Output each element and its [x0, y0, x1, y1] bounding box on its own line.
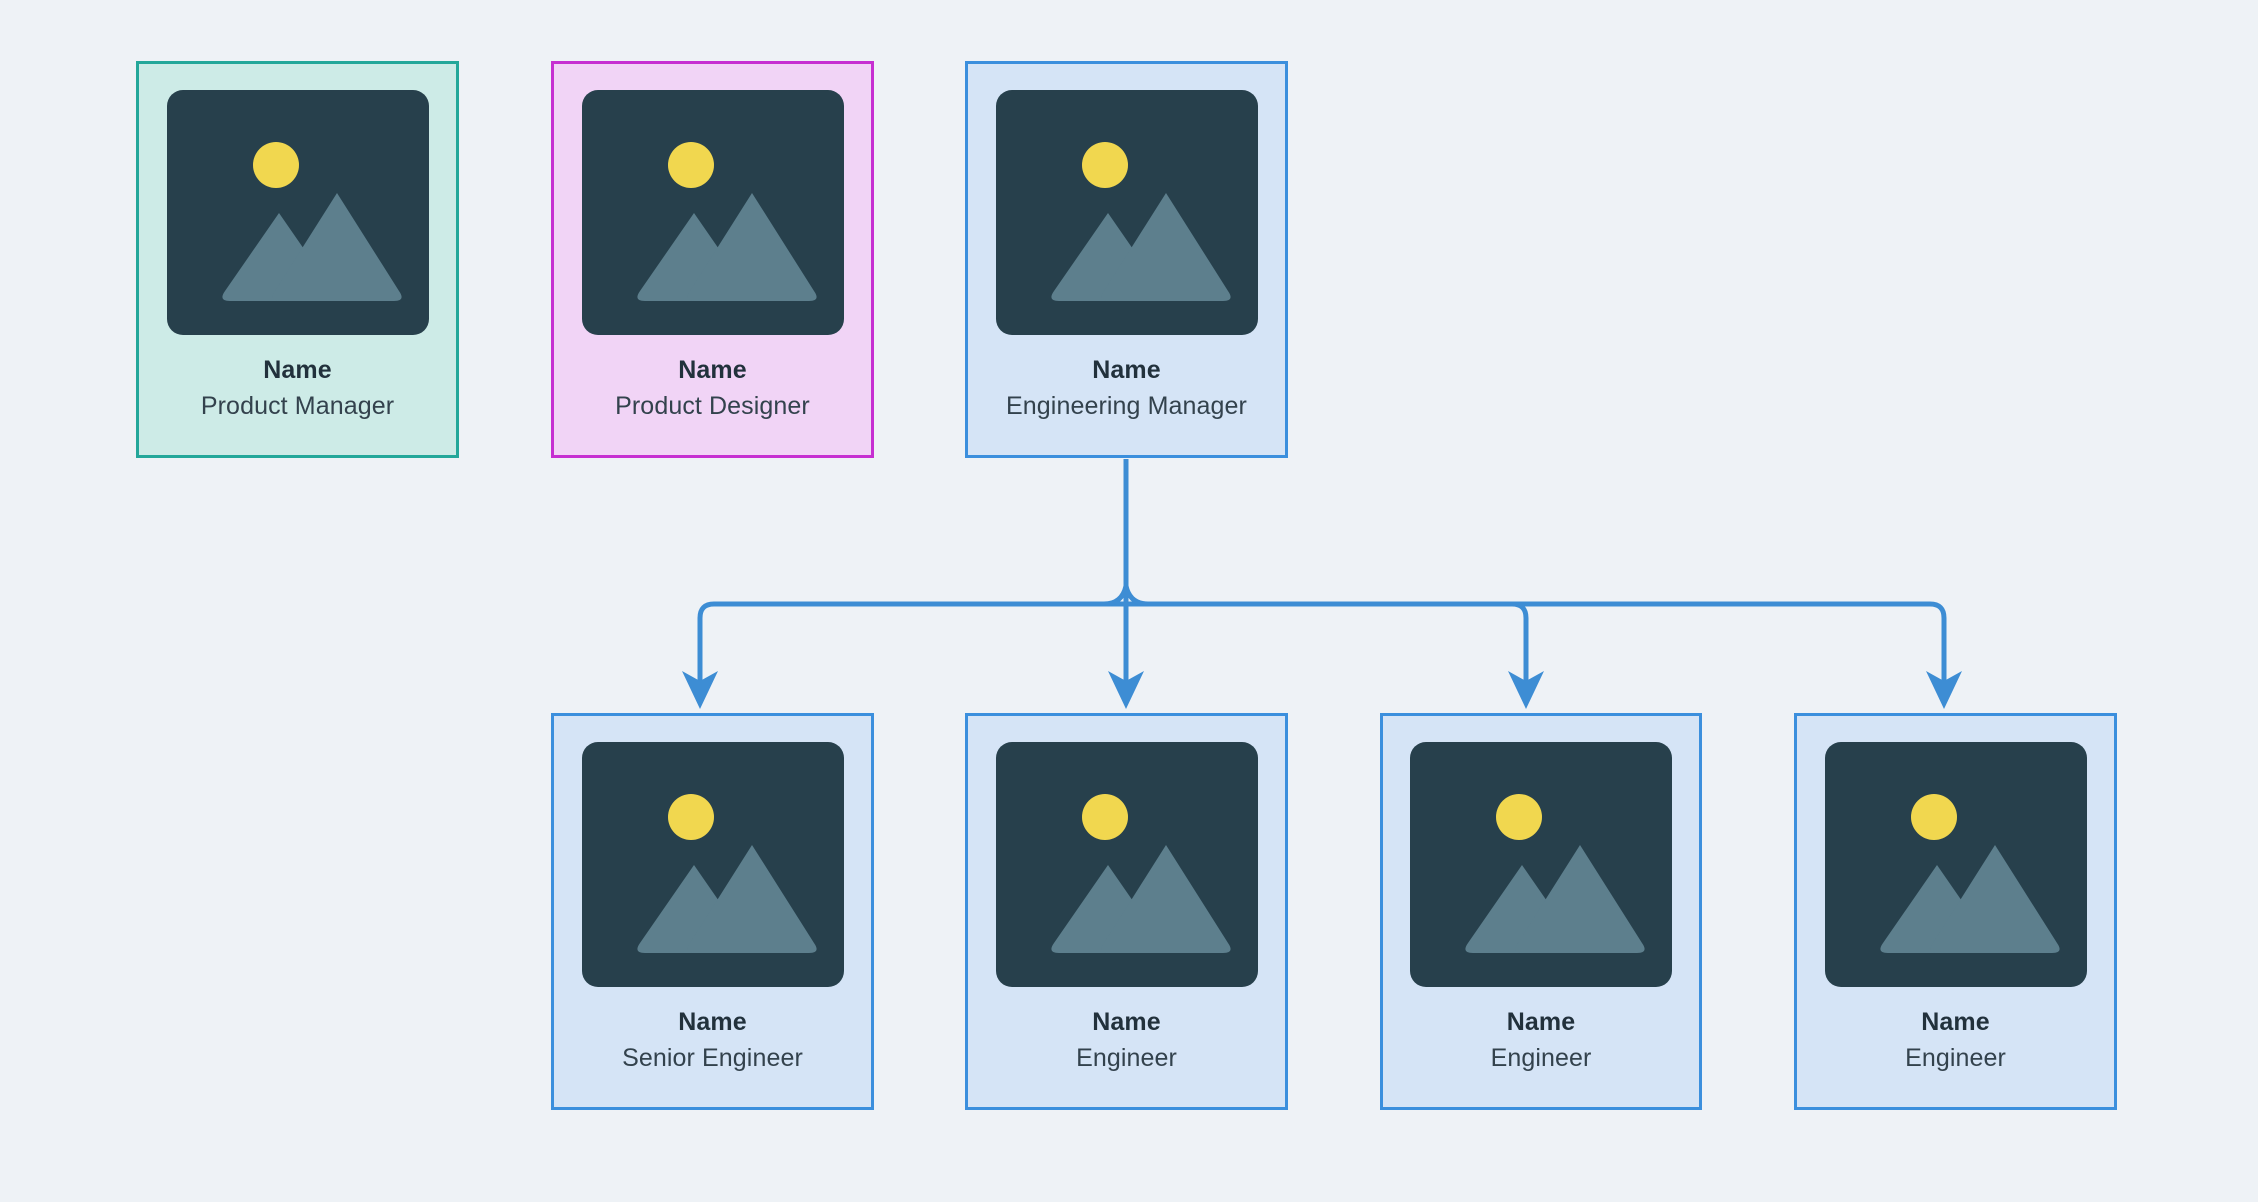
mountains-icon — [221, 193, 402, 301]
org-card-engineer-1[interactable]: Name Engineer — [965, 713, 1288, 1110]
org-card-text: Name Engineer — [968, 987, 1285, 1072]
mountains-icon — [636, 845, 817, 953]
org-card-role: Engineer — [1905, 1044, 2006, 1072]
sun-icon — [252, 142, 299, 188]
sun-icon — [667, 794, 714, 840]
mountains-icon — [636, 193, 817, 301]
org-card-role: Senior Engineer — [622, 1044, 803, 1072]
org-card-name: Name — [1921, 1008, 1990, 1036]
image-placeholder-icon — [581, 742, 844, 987]
connector-junction-fillet-left — [1103, 585, 1129, 607]
org-card-senior-engineer[interactable]: Name Senior Engineer — [551, 713, 874, 1110]
mountains-icon — [1879, 845, 2060, 953]
org-card-engineer-2[interactable]: Name Engineer — [1380, 713, 1702, 1110]
org-card-product-manager[interactable]: Name Product Manager — [136, 61, 459, 458]
image-placeholder-icon — [1410, 742, 1672, 987]
mountains-icon — [1050, 193, 1231, 301]
org-card-name: Name — [1506, 1008, 1576, 1036]
connector-junction-fillet-right — [1123, 585, 1149, 607]
org-card-text: Name Engineering Manager — [968, 335, 1285, 420]
image-placeholder-icon — [995, 742, 1258, 987]
sun-icon — [1081, 142, 1128, 188]
org-card-role: Engineer — [1490, 1044, 1592, 1072]
org-card-role: Engineering Manager — [1006, 392, 1247, 420]
org-card-text: Name Engineer — [1797, 987, 2114, 1072]
image-placeholder-icon — [166, 90, 429, 335]
org-card-name: Name — [678, 356, 747, 384]
image-placeholder-icon — [995, 90, 1258, 335]
org-card-text: Name Engineer — [1383, 987, 1699, 1072]
sun-icon — [1496, 794, 1542, 840]
sun-icon — [1910, 794, 1957, 840]
org-card-role: Product Manager — [200, 392, 395, 420]
org-card-engineer-3[interactable]: Name Engineer — [1794, 713, 2117, 1110]
org-card-text: Name Product Manager — [139, 335, 456, 420]
sun-icon — [667, 142, 714, 188]
image-placeholder-icon — [1824, 742, 2087, 987]
mountains-icon — [1050, 845, 1231, 953]
connector-to-senior-engineer — [681, 601, 1126, 710]
org-card-text: Name Product Designer — [554, 335, 871, 420]
org-card-product-designer[interactable]: Name Product Designer — [551, 61, 874, 458]
org-card-name: Name — [1092, 356, 1161, 384]
org-card-engineering-manager[interactable]: Name Engineering Manager — [965, 61, 1288, 458]
org-card-role: Engineer — [1076, 1044, 1177, 1072]
org-card-name: Name — [263, 356, 332, 384]
mountains-icon — [1465, 845, 1645, 953]
sun-icon — [1081, 794, 1128, 840]
connector-to-engineer-2 — [1126, 601, 1544, 710]
connector-to-engineer-3 — [1126, 601, 1962, 710]
org-card-name: Name — [1092, 1008, 1161, 1036]
org-card-role: Product Designer — [615, 392, 810, 420]
image-placeholder-icon — [581, 90, 844, 335]
org-card-name: Name — [678, 1008, 747, 1036]
org-card-text: Name Senior Engineer — [554, 987, 871, 1072]
